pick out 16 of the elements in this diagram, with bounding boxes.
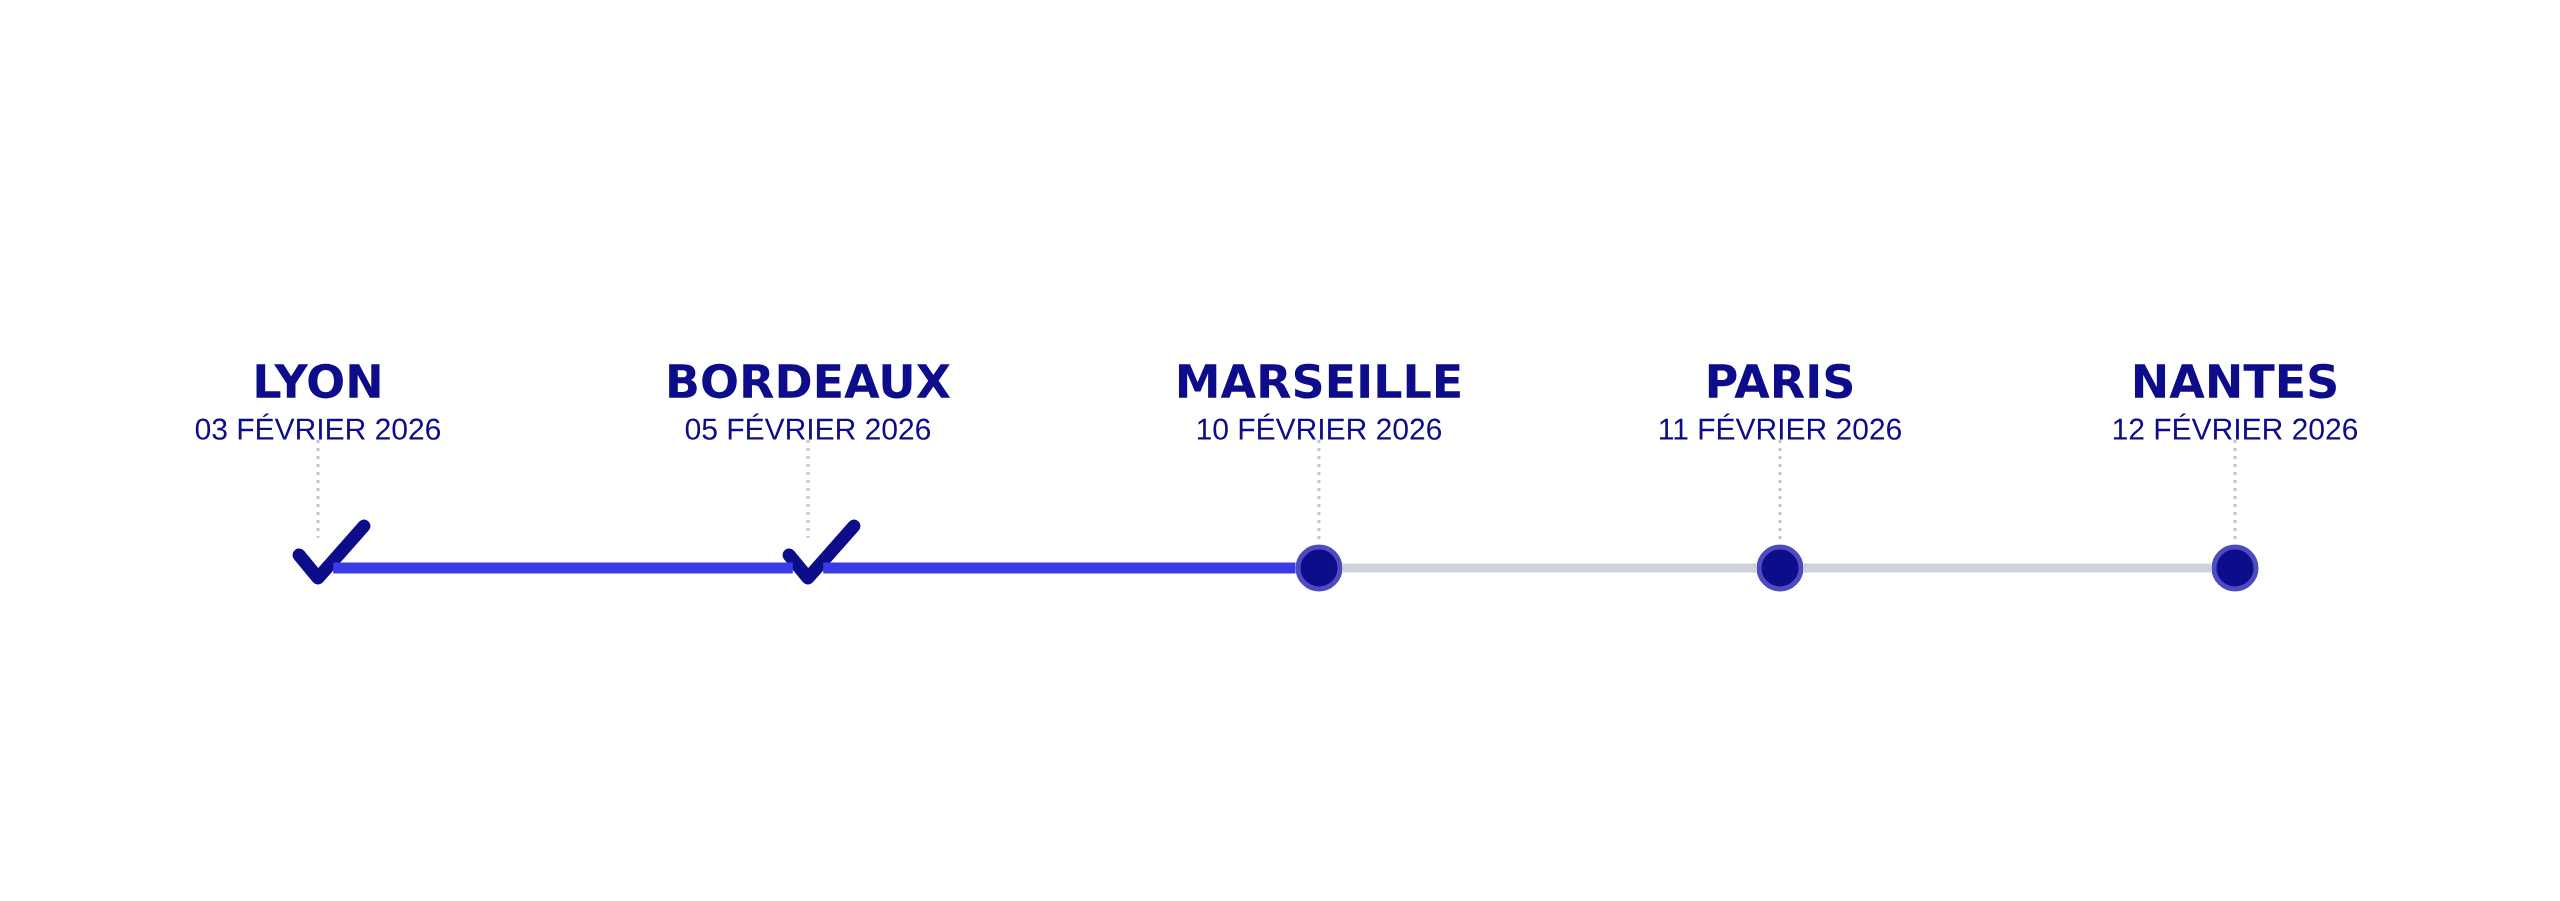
timeline-track	[1342, 563, 1757, 573]
leader-line	[806, 440, 810, 538]
timeline-track	[333, 562, 793, 574]
leader-line	[316, 440, 320, 538]
check-mark	[292, 519, 371, 585]
timeline-track	[1803, 563, 2212, 573]
stop-label: BORDEAUX 05 FÉVRIER 2026	[669, 363, 951, 440]
milestone-dot	[2211, 544, 2259, 592]
stop-label: PARIS 11 FÉVRIER 2026	[1660, 363, 1901, 440]
timeline-track	[823, 562, 1296, 574]
milestone-dot	[1295, 544, 1343, 592]
stop-label: MARSEILLE 10 FÉVRIER 2026	[1179, 363, 1460, 440]
stop-label: NANTES 12 FÉVRIER 2026	[2113, 363, 2358, 440]
stop-label: LYON 03 FÉVRIER 2026	[195, 363, 441, 440]
check-mark	[782, 519, 861, 585]
milestone-dot	[1756, 544, 1804, 592]
